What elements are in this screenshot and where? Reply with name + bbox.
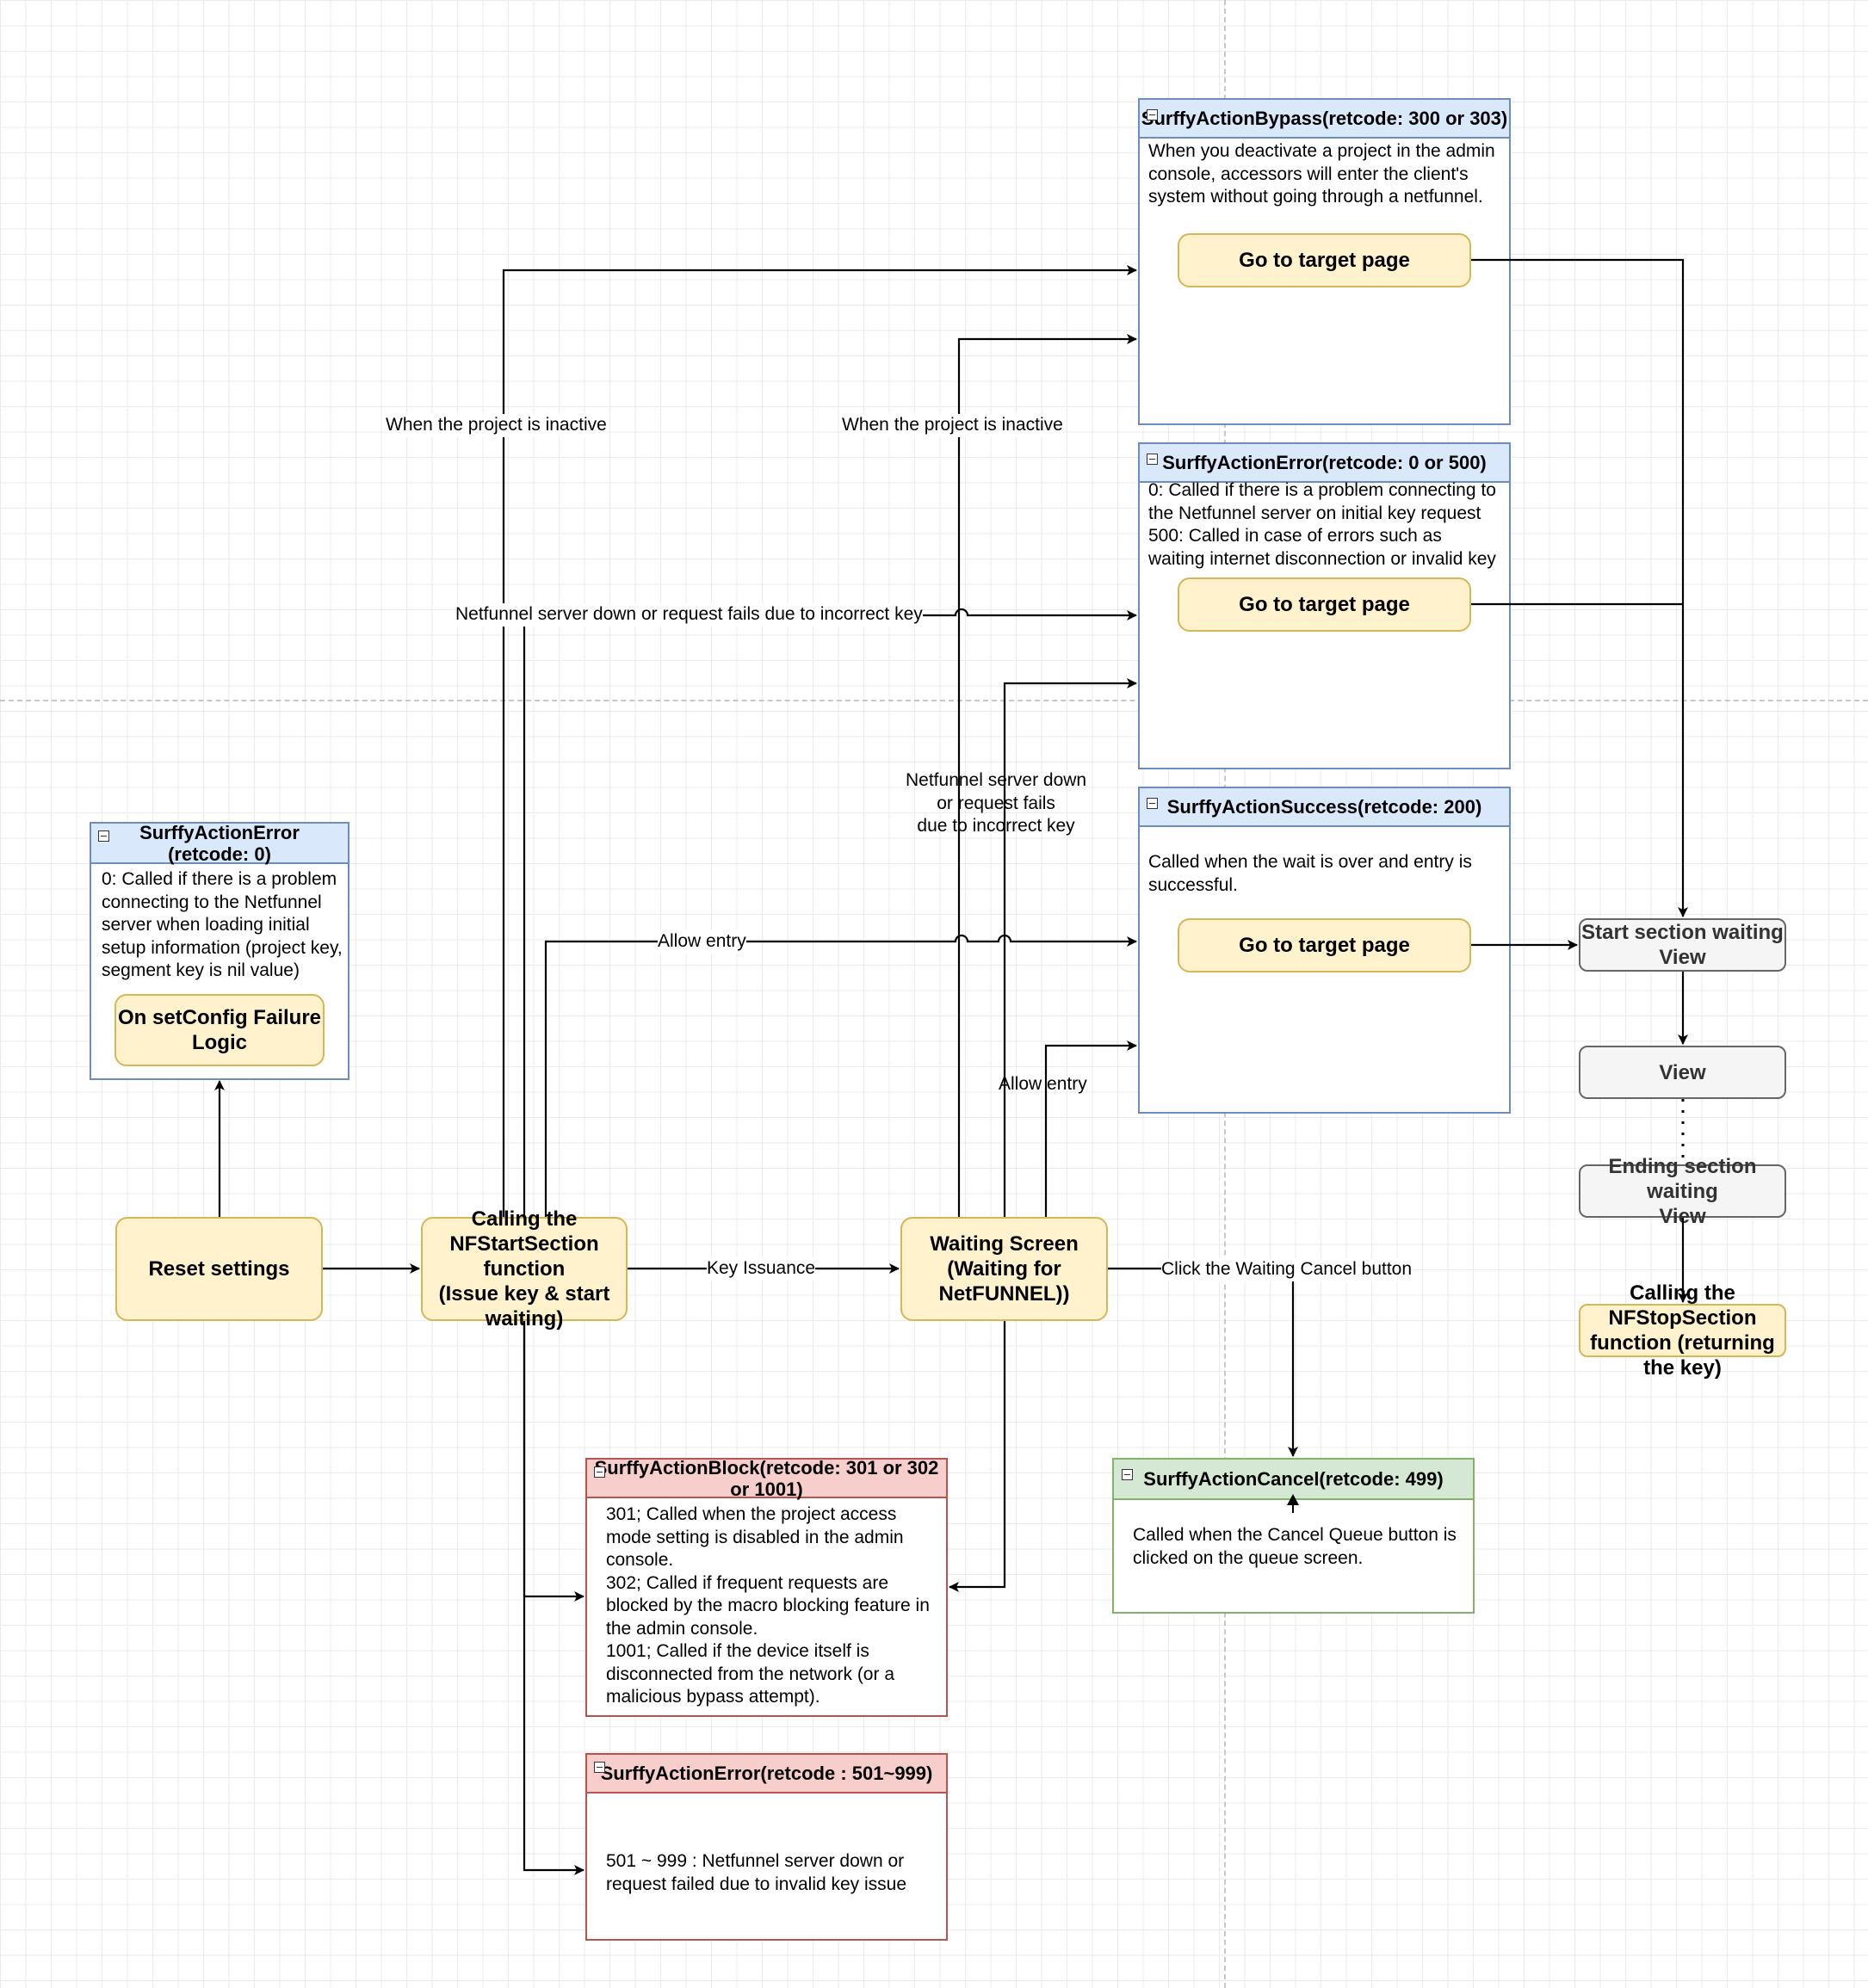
- collapse-icon[interactable]: [594, 1762, 605, 1773]
- collapse-icon[interactable]: [594, 1466, 605, 1478]
- container-block-title: SurffyActionBlock(retcode: 301 or 302 or…: [587, 1457, 946, 1500]
- node-start-section-view[interactable]: Start section waiting View: [1579, 918, 1786, 972]
- label-allow-entry-2: Allow entry: [999, 1074, 1087, 1094]
- label-click-cancel: Click the Waiting Cancel button: [1161, 1258, 1413, 1281]
- container-success-title: SurffyActionSuccess(retcode: 200): [1140, 788, 1509, 827]
- edge-bypass-go-to-start-view: [1471, 258, 1688, 917]
- node-setconfig-failure[interactable]: On setConfig Failure Logic: [114, 994, 325, 1066]
- edge-waiting-to-block: [949, 1321, 1006, 1592]
- edge-start-to-success: [544, 934, 1137, 1217]
- container-error-range-title: SurffyActionError(retcode : 501~999): [587, 1755, 946, 1794]
- label-allow-entry-1: Allow entry: [658, 930, 746, 954]
- node-reset-settings[interactable]: Reset settings: [115, 1217, 323, 1321]
- edge-waiting-to-error500: [1003, 678, 1137, 1217]
- container-cancel-body: Called when the Cancel Queue button is c…: [1133, 1525, 1457, 1568]
- container-error-500-body: 0: Called if there is a problem connecti…: [1148, 480, 1496, 569]
- edge-start-to-block: [523, 1321, 585, 1602]
- container-bypass-body: When you deactivate a project in the adm…: [1148, 141, 1495, 207]
- edge-waiting-to-success: [1044, 1040, 1137, 1217]
- collapse-icon[interactable]: [98, 830, 109, 842]
- container-error-range[interactable]: SurffyActionError(retcode : 501~999) 501…: [585, 1753, 948, 1941]
- page-break-horizontal: [0, 700, 1868, 701]
- container-block[interactable]: SurffyActionBlock(retcode: 301 or 302 or…: [585, 1457, 948, 1717]
- label-key-issuance: Key Issuance: [707, 1257, 816, 1281]
- label-server-down-2: Netfunnel server down or request fails d…: [906, 770, 1087, 836]
- container-bypass-title: SurffyActionBypass(retcode: 300 or 303): [1140, 100, 1509, 139]
- container-error-init-title: SurffyActionError (retcode: 0): [91, 822, 348, 865]
- collapse-icon[interactable]: [1147, 798, 1158, 809]
- node-view[interactable]: View: [1579, 1046, 1786, 1099]
- label-server-down-1: Netfunnel server down or request fails d…: [455, 603, 923, 627]
- label-project-inactive-2: When the project is inactive: [842, 414, 1063, 437]
- container-block-body: 301; Called when the project access mode…: [606, 1504, 930, 1707]
- edge-waiting-to-bypass: [957, 334, 1137, 1217]
- node-waiting-screen[interactable]: Waiting Screen (Waiting for NetFUNNEL)): [900, 1217, 1108, 1321]
- container-error-init-body: 0: Called if there is a problem connecti…: [102, 869, 343, 980]
- label-project-inactive-1: When the project is inactive: [386, 414, 607, 437]
- node-go-target-bypass[interactable]: Go to target page: [1178, 233, 1471, 287]
- collapse-icon[interactable]: [1122, 1469, 1133, 1480]
- node-go-target-error[interactable]: Go to target page: [1178, 577, 1471, 632]
- collapse-icon[interactable]: [1147, 454, 1158, 465]
- edge-start-to-bypass: [502, 265, 1137, 1217]
- container-error-500-title: SurffyActionError(retcode: 0 or 500): [1140, 444, 1509, 483]
- edge-waiting-to-cancel: [1108, 1267, 1298, 1457]
- edge-start-to-error-range: [523, 1321, 585, 1875]
- container-error-range-body: 501 ~ 999 : Netfunnel server down or req…: [606, 1851, 907, 1894]
- edge-start-to-error500: [523, 608, 1137, 1217]
- collapse-icon[interactable]: [1147, 109, 1158, 120]
- container-success-body: Called when the wait is over and entry i…: [1148, 852, 1472, 895]
- node-go-target-success[interactable]: Go to target page: [1178, 918, 1471, 972]
